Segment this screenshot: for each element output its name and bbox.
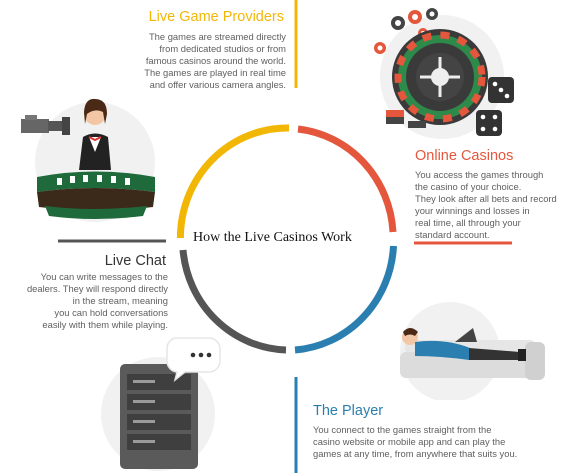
chat-description: You can write messages to the dealers. T… — [0, 271, 168, 331]
chat-line: You can write messages to the — [40, 271, 168, 282]
player-sofa-laptop-icon — [400, 302, 545, 400]
player-line: casino website or mobile app and can pla… — [313, 436, 506, 448]
casinos-line: the casino of your choice. — [415, 181, 522, 193]
chat-line: you can hold conversations — [54, 307, 168, 319]
center-label: How the Live Casinos Work — [193, 230, 352, 245]
ring-segment-player — [294, 245, 397, 354]
chat-line: in the stream, meaning — [72, 295, 168, 307]
chat-server-icon — [101, 337, 221, 471]
chat-line: dealers. They will respond directly — [26, 283, 168, 295]
casinos-line: your winnings and losses in — [415, 205, 530, 217]
casinos-line: They look after all bets and record — [415, 193, 557, 205]
roulette-dice-icon — [374, 8, 514, 139]
providers-description: The games are streamed directly from ded… — [108, 31, 286, 91]
player-line: games at any time, from anywhere that su… — [313, 448, 518, 460]
providers-line: famous casinos around the world. — [145, 55, 286, 67]
providers-line: from dedicated studios or from — [159, 43, 286, 55]
ring-segment-casinos — [297, 125, 397, 233]
player-description: You connect to the games straight from t… — [313, 424, 581, 460]
ring-segment-providers — [176, 124, 290, 239]
player-line: You connect to the games straight from t… — [313, 424, 492, 435]
providers-line: The games are streamed directly — [148, 31, 286, 42]
player-title: The Player — [313, 403, 384, 419]
chat-line: easily with them while playing. — [42, 319, 168, 331]
providers-line: and offer various camera angles. — [149, 79, 286, 91]
providers-line: The games are played in real time — [144, 67, 286, 79]
casinos-line: You access the games through — [415, 169, 544, 180]
casinos-description: You access the games through the casino … — [415, 169, 585, 242]
casinos-line: real time, all through your — [415, 217, 521, 229]
casinos-line: standard account. — [415, 229, 490, 241]
casinos-title: Online Casinos — [415, 148, 514, 164]
dealer-camera-icon — [21, 98, 155, 222]
ring-segment-chat — [179, 249, 287, 354]
providers-title: Live Game Providers — [148, 9, 284, 25]
chat-title: Live Chat — [104, 253, 166, 269]
